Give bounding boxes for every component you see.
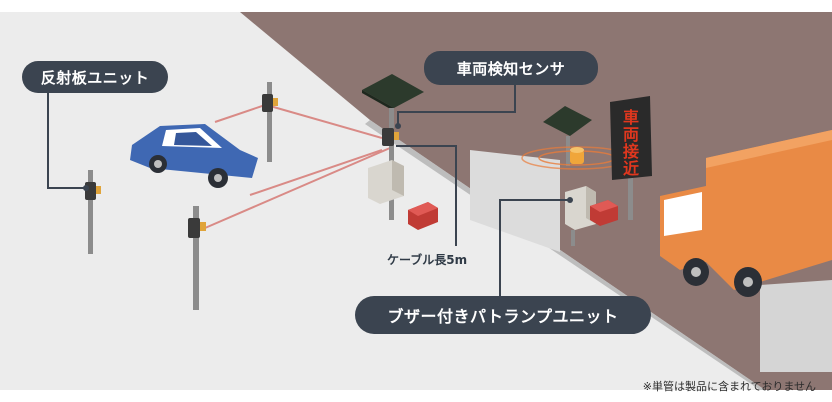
control-box-2 <box>565 186 618 246</box>
sign-char-2: 両 <box>623 125 639 144</box>
beam-low <box>204 147 391 229</box>
beam-top <box>214 103 269 123</box>
reflector-pole-back <box>262 82 278 162</box>
truck-icon <box>660 130 832 297</box>
leader-sensor <box>397 85 516 126</box>
footnote: ※単管は製品に含まれておりません <box>642 380 816 393</box>
reflector-unit-label: 反射板ユニット <box>22 61 168 93</box>
leader-buzzer <box>499 199 570 296</box>
leader-reflector <box>47 93 86 189</box>
car-icon <box>130 124 258 188</box>
sign-char-1: 車 <box>623 108 639 127</box>
curb-line <box>365 120 765 390</box>
buzzer-lamp-unit-label: ブザー付きパトランプユニット <box>355 296 651 334</box>
beam-mid <box>269 105 383 139</box>
leader-dot-reflector <box>83 185 89 191</box>
led-sign-icon <box>610 96 652 220</box>
solar-panel-icon <box>362 74 424 111</box>
leader-dot-sensor <box>395 123 401 129</box>
cable-length-label: ケーブル長5m <box>387 253 468 267</box>
leader-cable <box>396 145 457 246</box>
beam-low2 <box>249 149 383 196</box>
road-block <box>760 280 832 372</box>
sign-char-3: 接 <box>623 142 639 161</box>
vehicle-sensor-label: 車両検知センサ <box>424 51 598 85</box>
sign-char-4: 近 <box>623 159 639 178</box>
control-box-1 <box>368 160 438 230</box>
reflector-pole-front <box>188 206 206 310</box>
leader-dot-buzzer <box>567 197 573 203</box>
